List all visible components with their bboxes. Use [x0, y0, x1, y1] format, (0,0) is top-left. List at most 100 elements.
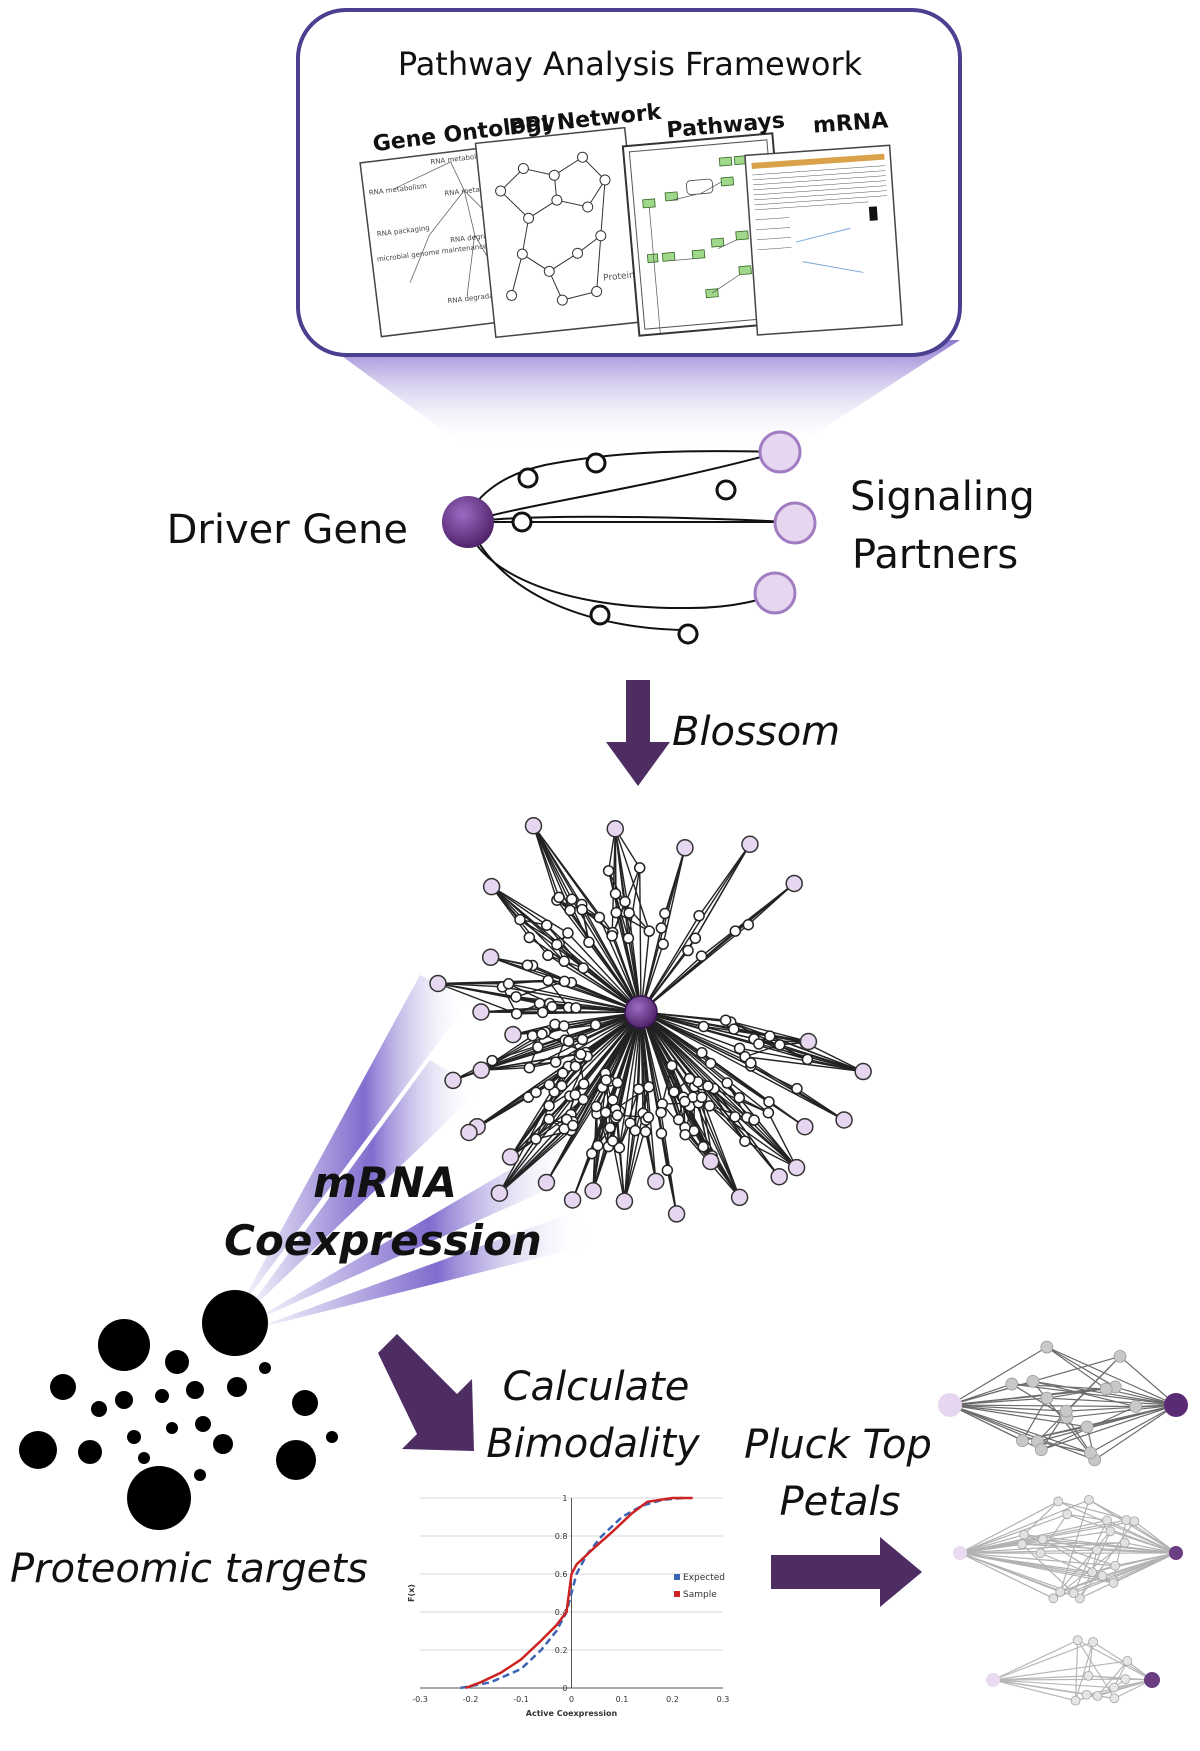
bimodality-arrow — [378, 1334, 474, 1451]
x-tick-label: 0.2 — [666, 1695, 679, 1704]
blossom-inner-node — [553, 891, 565, 904]
blossom-arrow — [606, 680, 670, 786]
blossom-inner-node — [764, 1030, 776, 1042]
blossom-inner-node — [600, 1074, 612, 1086]
petal-inner-node — [1016, 1434, 1029, 1447]
petal-inner-node — [1109, 1693, 1120, 1704]
blossom-partner-node — [584, 1181, 602, 1200]
legend-swatch — [674, 1591, 680, 1597]
petal-inner-node — [1035, 1548, 1046, 1559]
blossom-inner-node — [610, 906, 622, 919]
blossom-partner-node — [770, 1167, 788, 1186]
blossom-partner-node — [537, 1173, 556, 1192]
ppi-graph — [495, 151, 611, 306]
blossom-inner-node — [543, 1099, 555, 1112]
blossom-inner-node — [576, 903, 588, 916]
blossom-inner-node — [540, 919, 553, 931]
blossom-inner-node — [510, 991, 522, 1003]
blossom-inner-node — [532, 1041, 544, 1053]
driver-partner-network — [467, 450, 791, 631]
series-line-sample — [464, 1496, 693, 1690]
y-tick-label: 0.2 — [555, 1646, 568, 1655]
blossom-inner-node — [606, 930, 618, 942]
petal-inner-node — [1081, 1689, 1092, 1700]
blossom-inner-node — [542, 974, 554, 987]
blossom-inner-node — [762, 1106, 775, 1119]
petal-inner-node — [1084, 1494, 1094, 1505]
blossom-network — [429, 817, 872, 1223]
petal-inner-node — [1055, 1586, 1066, 1597]
blossom-inner-node — [643, 1081, 655, 1093]
petal-inner-node — [1088, 1637, 1098, 1647]
petal-inner-node — [1092, 1691, 1103, 1701]
blossom-inner-node — [549, 1056, 562, 1068]
blossom-inner-node — [655, 1106, 667, 1119]
petal-inner-node — [1026, 1374, 1040, 1388]
blossom-partner-node — [606, 820, 625, 838]
blossom-partner-node — [472, 1003, 490, 1021]
blossom-partner-node — [787, 1158, 806, 1177]
petal-inner-node — [1121, 1515, 1132, 1525]
blossom-partner-node — [472, 1061, 491, 1079]
blossom-partner-node — [482, 877, 501, 896]
petal-3 — [986, 1635, 1160, 1706]
blossom-inner-node — [521, 959, 534, 972]
blossom-inner-node — [704, 1057, 717, 1070]
blossom-partner-node — [481, 948, 500, 967]
top-petals — [938, 1340, 1188, 1706]
petal-inner-node — [1037, 1534, 1048, 1545]
blossom-inner-node — [745, 1057, 757, 1069]
petal-inner-node — [1119, 1537, 1130, 1548]
petal-inner-node — [1080, 1420, 1094, 1434]
blossom-inner-node — [486, 1054, 498, 1067]
petal-driver-node — [1164, 1393, 1188, 1417]
petal-inner-node — [1105, 1526, 1116, 1537]
x-tick-label: 0 — [569, 1695, 574, 1704]
blossom-inner-node — [719, 1014, 732, 1026]
blossom-inner-node — [577, 962, 590, 974]
blossom-partner-node — [444, 1071, 462, 1090]
blossom-inner-node — [613, 1142, 626, 1154]
blossom-inner-node — [611, 1077, 624, 1089]
blossom-inner-node — [611, 1109, 624, 1122]
blossom-inner-node — [589, 1019, 602, 1031]
blossom-inner-node — [659, 907, 671, 920]
bimodality-label-line1: Calculate — [503, 1364, 690, 1410]
blossom-partner-node — [701, 1152, 720, 1171]
petal-inner-node — [1040, 1340, 1054, 1354]
blossom-inner-node — [666, 1059, 678, 1072]
petal-inner-node — [1062, 1509, 1073, 1520]
pluck-label-line1: Pluck Top — [744, 1422, 932, 1468]
blossom-inner-node — [679, 1095, 691, 1108]
petal-inner-node — [1083, 1670, 1094, 1681]
blossom-inner-node — [643, 925, 656, 937]
blossom-inner-node — [551, 938, 563, 951]
blossom-partner-node — [676, 839, 694, 857]
blossom-inner-node — [578, 1078, 590, 1090]
blossom-inner-node — [566, 893, 578, 905]
blossom-inner-node — [555, 1080, 568, 1092]
blossom-inner-node — [733, 1042, 746, 1055]
petal-inner-node — [1005, 1377, 1019, 1391]
blossom-inner-node — [619, 896, 631, 908]
blossom-inner-node — [558, 955, 570, 968]
petal-edges — [992, 1639, 1153, 1702]
petal-inner-node — [1048, 1593, 1059, 1604]
blossom-inner-node — [679, 1128, 691, 1141]
blossom-inner-node — [543, 1113, 555, 1126]
petal-inner-node — [1040, 1391, 1054, 1405]
x-tick-label: -0.2 — [463, 1695, 479, 1704]
y-tick-label: 1 — [562, 1494, 567, 1503]
petal-inner-node — [1053, 1496, 1064, 1507]
blossom-inner-node — [655, 922, 668, 934]
petal-driver-node — [1169, 1546, 1183, 1560]
blossom-inner-node — [576, 1033, 589, 1046]
coexpression-label-line2: Coexpression — [224, 1216, 542, 1265]
legend-label: Sample — [683, 1590, 717, 1600]
blossom-inner-node — [530, 1133, 542, 1145]
petal-inner-node — [1019, 1529, 1029, 1540]
blossom-inner-node — [523, 1061, 536, 1074]
petal-partner-node — [986, 1673, 1000, 1687]
blossom-inner-node — [742, 918, 755, 931]
blossom-inner-node — [526, 1029, 539, 1042]
